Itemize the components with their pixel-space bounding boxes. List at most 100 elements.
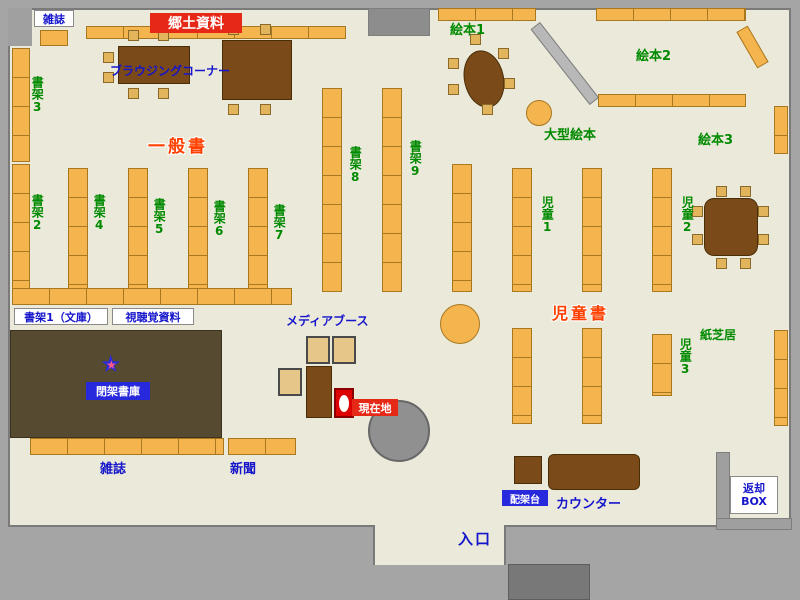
label-shelf7: 書架7 bbox=[272, 204, 287, 242]
bookshelf-5 bbox=[128, 168, 148, 292]
picture-book1-wall-shelf bbox=[438, 8, 536, 21]
chair bbox=[158, 88, 169, 99]
label-audiovisual: 視聴覚資料 bbox=[112, 308, 194, 325]
bookshelf-4 bbox=[68, 168, 88, 292]
star-outline: ★ bbox=[100, 350, 122, 378]
chair bbox=[103, 72, 114, 83]
children-shelf-f bbox=[582, 328, 602, 424]
bookshelf-1-bunko-shelf bbox=[12, 288, 292, 305]
large-picture-book-table bbox=[526, 100, 552, 126]
children-table bbox=[704, 198, 758, 256]
label-children3: 児童3 bbox=[678, 338, 693, 376]
star-center: ★ bbox=[106, 358, 117, 372]
star-icon: ★ ★ bbox=[100, 352, 128, 380]
label-large-picture-books: 大型絵本 bbox=[544, 128, 597, 143]
media-booth-seat bbox=[332, 336, 356, 364]
magazine-shelf-top bbox=[40, 30, 68, 46]
current-location-marker bbox=[339, 395, 349, 412]
bookshelf-3 bbox=[12, 48, 30, 162]
newspaper-shelf bbox=[228, 438, 296, 455]
label-shelf9: 書架9 bbox=[408, 140, 423, 178]
label-current-location: 現在地 bbox=[352, 399, 398, 416]
chair bbox=[692, 234, 703, 245]
chair bbox=[260, 24, 271, 35]
label-local-materials: 郷土資料 bbox=[150, 13, 242, 33]
label-shelf1-bunko: 書架1（文庫） bbox=[14, 308, 108, 325]
chair bbox=[758, 234, 769, 245]
browsing-table-1 bbox=[118, 46, 190, 84]
chair bbox=[716, 258, 727, 269]
label-general-books: 一般書 bbox=[148, 137, 208, 157]
chair bbox=[498, 48, 509, 59]
label-shelf2: 書架2 bbox=[30, 194, 45, 232]
label-delivery-stand: 配架台 bbox=[502, 490, 548, 506]
label-return-box: 返却 BOX bbox=[730, 476, 778, 514]
outside-block-bottom bbox=[508, 564, 590, 600]
label-return-box-line2: BOX bbox=[741, 495, 767, 508]
entrance-corridor bbox=[373, 525, 506, 565]
chair bbox=[504, 78, 515, 89]
chair bbox=[448, 58, 459, 69]
return-box-wall-horizontal bbox=[716, 518, 792, 530]
label-children1: 児童1 bbox=[540, 196, 555, 234]
bookshelf-2 bbox=[12, 164, 30, 292]
label-media-booth: メディアブース bbox=[286, 314, 369, 328]
label-shelf3: 書架3 bbox=[30, 76, 45, 114]
children-shelf-c bbox=[582, 168, 602, 292]
chair bbox=[740, 258, 751, 269]
chair bbox=[470, 34, 481, 45]
label-kamishibai: 紙芝居 bbox=[700, 328, 737, 342]
chair bbox=[128, 30, 139, 41]
label-shelf5: 書架5 bbox=[152, 198, 167, 236]
children-round-table bbox=[440, 304, 480, 344]
bookshelf-6 bbox=[188, 168, 208, 292]
right-wall-shelf-upper bbox=[774, 106, 788, 154]
current-location-booth bbox=[334, 388, 354, 418]
children-shelf-b bbox=[512, 168, 532, 292]
media-booth-seat bbox=[278, 368, 302, 396]
children-shelf-e bbox=[512, 328, 532, 424]
browsing-table-2 bbox=[222, 40, 292, 100]
right-wall-shelf-lower bbox=[774, 330, 788, 426]
chair bbox=[103, 52, 114, 63]
label-picture-book2: 絵本2 bbox=[636, 49, 672, 64]
label-counter: カウンター bbox=[556, 497, 622, 512]
label-browsing-corner: ブラウジングコーナー bbox=[110, 64, 231, 78]
chair bbox=[758, 206, 769, 217]
label-entrance: 入口 bbox=[458, 530, 493, 548]
chair bbox=[228, 104, 239, 115]
chair bbox=[260, 104, 271, 115]
media-booth-console bbox=[306, 366, 332, 418]
children-shelf-g bbox=[652, 334, 672, 396]
magazine-shelf-bottom bbox=[30, 438, 224, 455]
chair bbox=[128, 88, 139, 99]
children-shelf-d bbox=[652, 168, 672, 292]
label-shelf4: 書架4 bbox=[92, 194, 107, 232]
chair bbox=[482, 104, 493, 115]
label-newspaper: 新聞 bbox=[230, 462, 257, 477]
chair bbox=[716, 186, 727, 197]
label-picture-book1: 絵本1 bbox=[450, 23, 486, 38]
bookshelf-9 bbox=[382, 88, 402, 292]
top-right-wall-shelf bbox=[596, 8, 746, 21]
media-booth-seat bbox=[306, 336, 330, 364]
label-magazine-top: 雑誌 bbox=[34, 10, 74, 27]
chair bbox=[448, 84, 459, 95]
delivery-stand bbox=[514, 456, 542, 484]
label-shelf6: 書架6 bbox=[212, 200, 227, 238]
label-children-books: 児童書 bbox=[552, 304, 610, 323]
chair bbox=[740, 186, 751, 197]
label-children2: 児童2 bbox=[680, 196, 695, 234]
chair bbox=[692, 206, 703, 217]
picture-book2-shelf bbox=[598, 94, 746, 107]
pillar-block-top-center bbox=[368, 8, 430, 36]
children-shelf-a bbox=[452, 164, 472, 292]
corner-wall-top-left bbox=[8, 8, 32, 46]
bookshelf-8 bbox=[322, 88, 342, 292]
label-shelf8: 書架8 bbox=[348, 146, 363, 184]
label-return-box-line1: 返却 bbox=[743, 481, 765, 495]
counter-desk bbox=[548, 454, 640, 490]
label-magazine-bottom: 雑誌 bbox=[100, 462, 127, 477]
bookshelf-7 bbox=[248, 168, 268, 292]
